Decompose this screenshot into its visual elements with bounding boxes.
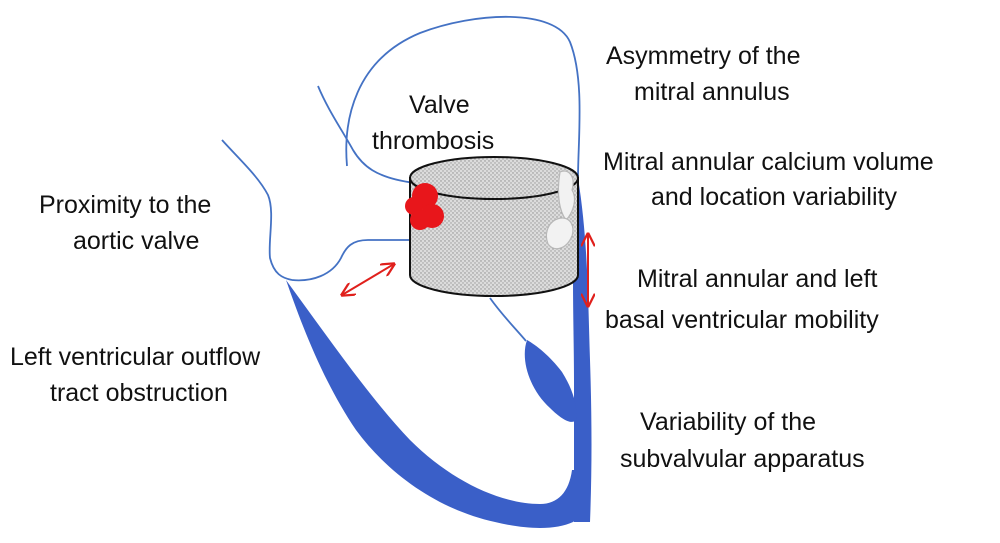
- lvot-label: Left ventricular outflow tract obstructi…: [10, 343, 267, 407]
- valve-thrombosis-label: Valve thrombosis: [372, 91, 494, 155]
- chordae-line: [489, 297, 527, 342]
- papillary-muscle: [524, 340, 577, 422]
- calcium-label: Mitral annular calcium volume and locati…: [603, 148, 941, 211]
- annular-calcium: [545, 170, 576, 250]
- valve-thrombus: [405, 183, 444, 230]
- left-atrium-outline: [345, 15, 581, 179]
- proximity-label: Proximity to the aortic valve: [39, 191, 218, 255]
- asymmetry-label: Asymmetry of the mitral annulus: [606, 42, 807, 106]
- aortic-wall-upper: [317, 85, 416, 184]
- lvot-arrow: [342, 264, 394, 295]
- aortic-wall-lower: [221, 139, 293, 281]
- aortic-valve-cusp: [291, 239, 412, 282]
- mobility-label: Mitral annular and left basal ventricula…: [605, 265, 884, 334]
- septum-wall: [286, 280, 589, 528]
- transcatheter-valve: [409, 156, 579, 297]
- subvalvular-label: Variability of the subvalvular apparatus: [620, 408, 865, 473]
